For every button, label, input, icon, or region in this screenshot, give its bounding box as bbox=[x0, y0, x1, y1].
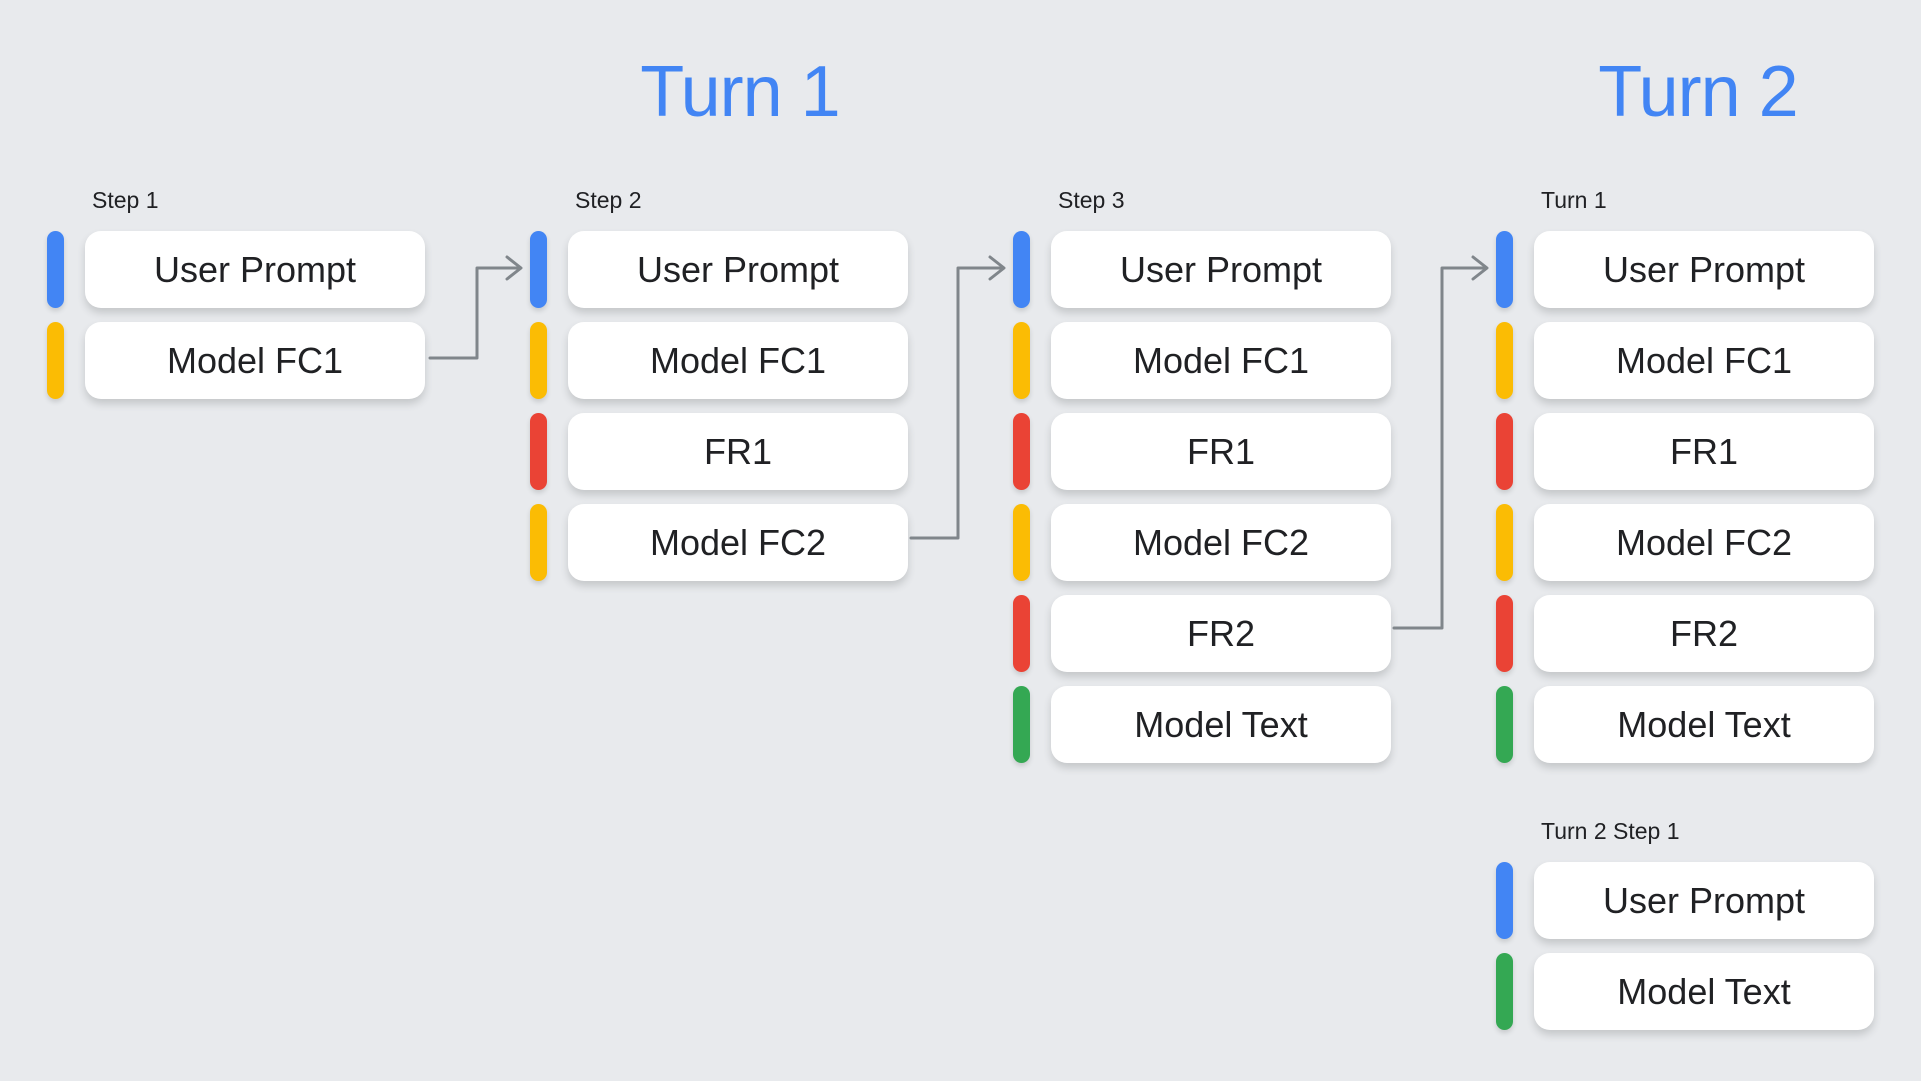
arrow-step3-to-turn1 bbox=[1392, 255, 1489, 630]
column-rows: User Prompt Model FC1 FR1 Model FC2 FR2 … bbox=[1496, 231, 1874, 763]
diagram-row: Model FC2 bbox=[1013, 504, 1391, 581]
model-fc1-bar bbox=[530, 322, 547, 399]
user-prompt-box: User Prompt bbox=[1051, 231, 1391, 308]
diagram-row: Model Text bbox=[1496, 686, 1874, 763]
diagram-row: Model FC1 bbox=[1013, 322, 1391, 399]
fr1-box: FR1 bbox=[1051, 413, 1391, 490]
column-rows: User Prompt Model FC1 FR1 Model FC2 FR2 … bbox=[1013, 231, 1391, 763]
column-rows: User Prompt Model FC1 FR1 Model FC2 bbox=[530, 231, 908, 581]
model-fc1-bar bbox=[47, 322, 64, 399]
diagram-row: User Prompt bbox=[530, 231, 908, 308]
diagram-row: FR2 bbox=[1013, 595, 1391, 672]
model-fc2-box: Model FC2 bbox=[1051, 504, 1391, 581]
column-step-2: Step 2 User Prompt Model FC1 FR1 Model F… bbox=[530, 183, 908, 581]
model-fc2-bar bbox=[1013, 504, 1030, 581]
user-prompt-box: User Prompt bbox=[1534, 231, 1874, 308]
column-label: Step 2 bbox=[575, 187, 642, 213]
model-fc1-box: Model FC1 bbox=[568, 322, 908, 399]
column-step-3: Step 3 User Prompt Model FC1 FR1 Model F… bbox=[1013, 183, 1391, 763]
model-fc1-bar bbox=[1013, 322, 1030, 399]
diagram-row: Model FC2 bbox=[530, 504, 908, 581]
column-label: Turn 1 bbox=[1541, 187, 1607, 213]
fr2-bar bbox=[1496, 595, 1513, 672]
column-turn-1: Turn 1 User Prompt Model FC1 FR1 Model F… bbox=[1496, 183, 1874, 763]
diagram-row: Model Text bbox=[1013, 686, 1391, 763]
column-label: Step 3 bbox=[1058, 187, 1125, 213]
model-fc1-box: Model FC1 bbox=[1534, 322, 1874, 399]
turn-1-title: Turn 1 bbox=[640, 52, 840, 132]
diagram-row: Model Text bbox=[1496, 953, 1874, 1030]
fr1-box: FR1 bbox=[1534, 413, 1874, 490]
diagram-row: User Prompt bbox=[47, 231, 425, 308]
fr2-bar bbox=[1013, 595, 1030, 672]
user-prompt-bar bbox=[1496, 862, 1513, 939]
user-prompt-box: User Prompt bbox=[568, 231, 908, 308]
model-fc2-bar bbox=[1496, 504, 1513, 581]
user-prompt-box: User Prompt bbox=[1534, 862, 1874, 939]
model-fc1-box: Model FC1 bbox=[85, 322, 425, 399]
diagram-row: FR2 bbox=[1496, 595, 1874, 672]
fr2-box: FR2 bbox=[1051, 595, 1391, 672]
diagram-row: Model FC1 bbox=[1496, 322, 1874, 399]
fr1-bar bbox=[1496, 413, 1513, 490]
fr1-bar bbox=[1013, 413, 1030, 490]
model-text-box: Model Text bbox=[1534, 686, 1874, 763]
user-prompt-bar bbox=[530, 231, 547, 308]
diagram-row: User Prompt bbox=[1013, 231, 1391, 308]
diagram-row: FR1 bbox=[1496, 413, 1874, 490]
diagram-row: Model FC1 bbox=[530, 322, 908, 399]
model-text-bar bbox=[1496, 953, 1513, 1030]
arrow-step2-to-step3 bbox=[909, 255, 1006, 540]
diagram-row: User Prompt bbox=[1496, 231, 1874, 308]
turn-2-title: Turn 2 bbox=[1598, 52, 1798, 132]
model-text-box: Model Text bbox=[1534, 953, 1874, 1030]
model-text-bar bbox=[1496, 686, 1513, 763]
model-fc1-box: Model FC1 bbox=[1051, 322, 1391, 399]
fr2-box: FR2 bbox=[1534, 595, 1874, 672]
diagram-row: FR1 bbox=[1013, 413, 1391, 490]
diagram-row: User Prompt bbox=[1496, 862, 1874, 939]
arrow-step1-to-step2 bbox=[428, 255, 523, 360]
model-fc2-box: Model FC2 bbox=[568, 504, 908, 581]
column-label: Turn 2 Step 1 bbox=[1541, 818, 1680, 844]
user-prompt-bar bbox=[47, 231, 64, 308]
diagram-row: FR1 bbox=[530, 413, 908, 490]
model-fc1-bar bbox=[1496, 322, 1513, 399]
column-turn-2-step-1: Turn 2 Step 1 User Prompt Model Text bbox=[1496, 814, 1874, 1030]
model-text-bar bbox=[1013, 686, 1030, 763]
fr1-bar bbox=[530, 413, 547, 490]
user-prompt-box: User Prompt bbox=[85, 231, 425, 308]
column-rows: User Prompt Model Text bbox=[1496, 862, 1874, 1030]
model-fc2-box: Model FC2 bbox=[1534, 504, 1874, 581]
user-prompt-bar bbox=[1496, 231, 1513, 308]
column-label: Step 1 bbox=[92, 187, 159, 213]
column-step-1: Step 1 User Prompt Model FC1 bbox=[47, 183, 425, 399]
user-prompt-bar bbox=[1013, 231, 1030, 308]
diagram-row: Model FC1 bbox=[47, 322, 425, 399]
diagram-row: Model FC2 bbox=[1496, 504, 1874, 581]
model-text-box: Model Text bbox=[1051, 686, 1391, 763]
fr1-box: FR1 bbox=[568, 413, 908, 490]
column-rows: User Prompt Model FC1 bbox=[47, 231, 425, 399]
model-fc2-bar bbox=[530, 504, 547, 581]
